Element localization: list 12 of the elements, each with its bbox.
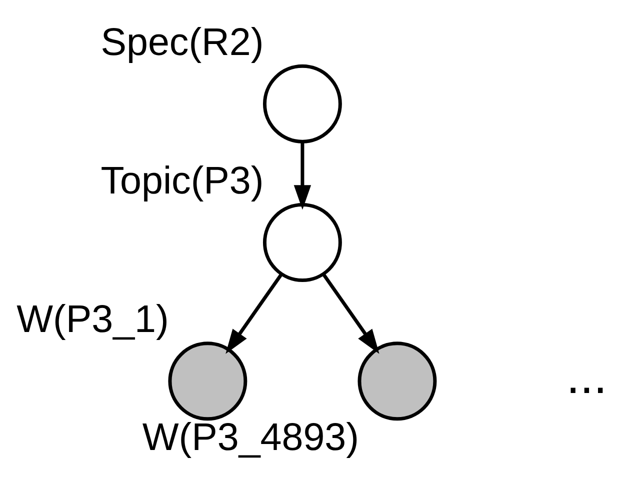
arrow	[294, 141, 312, 210]
node-label: W(P3_1)	[16, 298, 169, 341]
node-label: Spec(R2)	[100, 20, 264, 64]
arrow	[322, 272, 380, 354]
node-circle	[168, 341, 248, 420]
node-label: W(P3_4893)	[142, 415, 360, 458]
label: ...	[566, 350, 608, 404]
arrow	[226, 272, 283, 354]
node-circle	[262, 202, 342, 282]
node-circle	[262, 64, 342, 143]
node-label: Topic(P3)	[100, 159, 264, 202]
node-circle	[358, 341, 437, 420]
